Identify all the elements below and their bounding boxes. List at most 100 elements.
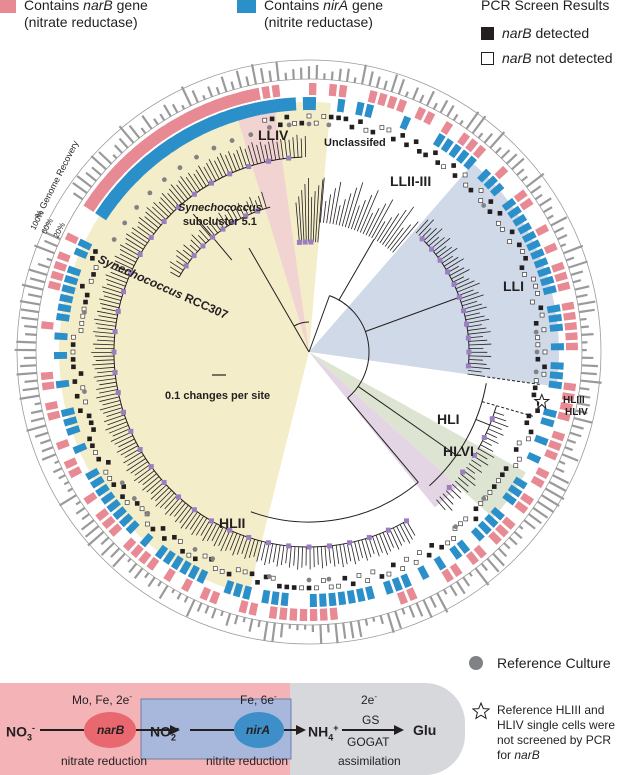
tree-leaf <box>392 221 419 253</box>
tree-leaf <box>435 246 447 255</box>
nirA-presence-segment <box>432 132 446 148</box>
recovery-bar <box>80 519 95 531</box>
pcr-result-square <box>172 534 177 540</box>
narB-presence-segment <box>40 371 54 381</box>
tree-leaf <box>138 221 155 235</box>
pcr-result-square <box>538 305 544 311</box>
pcr-result-square <box>83 299 88 305</box>
nirA-presence-segment <box>89 475 105 489</box>
bootstrap-node <box>445 269 451 275</box>
nirA-presence-segment <box>489 182 505 197</box>
bootstrap-node <box>243 213 249 219</box>
narB-presence-segment <box>64 232 79 245</box>
narB-presence-segment <box>554 271 568 283</box>
tree-branch <box>250 481 419 523</box>
narB-enzyme-label: narB <box>97 723 125 737</box>
recovery-bar <box>568 260 588 269</box>
narB-presence-segment <box>47 410 61 421</box>
reference-culture-marker <box>134 204 140 210</box>
recovery-bar <box>546 214 554 220</box>
reference-culture-marker <box>481 203 487 208</box>
tree-leaf <box>125 242 142 253</box>
recovery-bar <box>34 244 55 255</box>
bootstrap-node <box>471 452 477 458</box>
pcr-result-square <box>370 569 376 575</box>
pcr-not-detected-label: narB not detected <box>502 50 613 66</box>
reference-culture-marker <box>306 577 312 583</box>
clade-sector-LLI <box>309 163 559 387</box>
recovery-bar <box>518 525 524 530</box>
star-icon <box>472 702 490 720</box>
recovery-bar <box>419 94 425 104</box>
nirA-presence-segment <box>223 579 235 595</box>
tree-leaf <box>225 531 234 551</box>
reference-culture-marker <box>145 510 151 516</box>
tree-leaf <box>244 538 252 559</box>
narB-presence-segment <box>377 92 388 107</box>
recovery-bar <box>24 379 38 383</box>
bootstrap-node <box>227 527 233 533</box>
nirA-presence-segment <box>139 532 154 548</box>
narB-presence-segment <box>559 401 573 412</box>
recovery-bar <box>118 125 135 144</box>
bootstrap-node <box>176 494 182 500</box>
pcr-detected-label: narB detected <box>502 25 590 41</box>
tree-leaf <box>467 331 491 335</box>
recovery-bar <box>523 519 536 530</box>
tree-leaf <box>439 247 458 261</box>
pcr-result-square <box>162 536 167 541</box>
pcr-result-square <box>134 501 140 506</box>
recovery-bar <box>171 588 176 594</box>
tree-leaf <box>379 533 389 556</box>
recovery-bar <box>412 87 419 101</box>
nirA-presence-segment <box>61 284 76 295</box>
tree-leaf <box>256 541 263 562</box>
pcr-result-square <box>284 584 290 590</box>
reference-culture-marker <box>229 138 235 143</box>
pcr-result-square <box>342 575 348 581</box>
recovery-bar <box>345 68 350 82</box>
narB-presence-segment <box>261 86 271 100</box>
nirA-presence-segment <box>546 304 561 314</box>
nirA-presence-segment <box>57 303 72 313</box>
bootstrap-node <box>255 208 261 214</box>
tree-leaf <box>170 184 186 202</box>
tree-leaf <box>227 151 237 172</box>
pcr-result-square <box>291 585 297 590</box>
narB-presence-segment <box>299 608 308 621</box>
pcr-result-square <box>91 272 96 277</box>
recovery-bar <box>379 615 384 625</box>
pcr-result-square <box>80 385 86 391</box>
pcr-result-square <box>70 349 76 355</box>
nirA-presence-segment <box>382 580 394 595</box>
pcr-result-square <box>404 142 409 148</box>
tree-leaf <box>494 411 505 416</box>
tree-leaf <box>218 528 227 547</box>
pcr-result-square <box>509 229 515 235</box>
bootstrap-node <box>191 191 197 197</box>
recovery-bar <box>112 552 126 568</box>
nirA-presence-segment <box>112 506 127 520</box>
tree-leaf <box>359 190 379 233</box>
tree-leaf <box>94 318 117 323</box>
recovery-bar <box>230 81 235 90</box>
pcr-result-square <box>535 291 540 296</box>
narB-presence-segment <box>414 106 427 121</box>
tree-leaf <box>365 208 380 236</box>
bootstrap-node <box>115 390 121 396</box>
recovery-bar <box>284 72 288 81</box>
bootstrap-node <box>176 204 182 210</box>
tree-leaf <box>426 228 443 244</box>
nirA-presence-segment <box>95 483 110 497</box>
recovery-bar <box>87 530 105 547</box>
tree-leaf <box>206 523 217 542</box>
nirA-presence-segment <box>550 343 564 351</box>
tree-leaf <box>232 534 241 556</box>
pcr-result-square <box>70 342 76 347</box>
pcr-result-square <box>314 585 319 591</box>
pcr-result-square <box>533 283 538 289</box>
tree-leaf <box>402 522 413 540</box>
recovery-bar <box>211 608 217 619</box>
tree-leaf <box>462 300 478 307</box>
recovery-bar <box>372 617 376 622</box>
